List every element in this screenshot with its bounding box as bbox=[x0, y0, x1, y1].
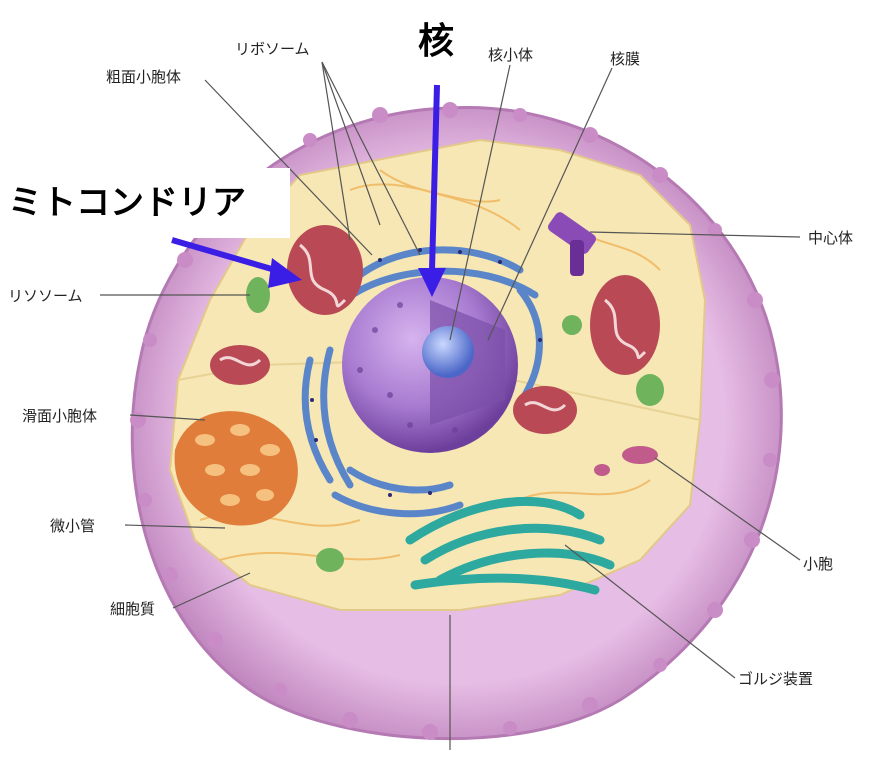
label-nucleolus: 核小体 bbox=[488, 44, 533, 65]
label-ribosome: リボソーム bbox=[235, 38, 310, 59]
label-centrosome: 中心体 bbox=[808, 227, 853, 248]
label-microtubule: 微小管 bbox=[50, 515, 95, 536]
label-smooth-er: 滑面小胞体 bbox=[22, 405, 97, 426]
label-lysosome: リソソーム bbox=[8, 285, 83, 306]
label-nuclear-membrane: 核膜 bbox=[610, 48, 640, 69]
label-rough-er: 粗面小胞体 bbox=[106, 66, 181, 87]
highlight-nucleus: 核 bbox=[418, 12, 454, 64]
label-cytoplasm: 細胞質 bbox=[110, 598, 155, 619]
label-vesicle: 小胞 bbox=[803, 553, 833, 574]
label-golgi: ゴルジ装置 bbox=[738, 668, 813, 689]
highlight-mitochondria: ミトコンドリア bbox=[8, 175, 246, 224]
